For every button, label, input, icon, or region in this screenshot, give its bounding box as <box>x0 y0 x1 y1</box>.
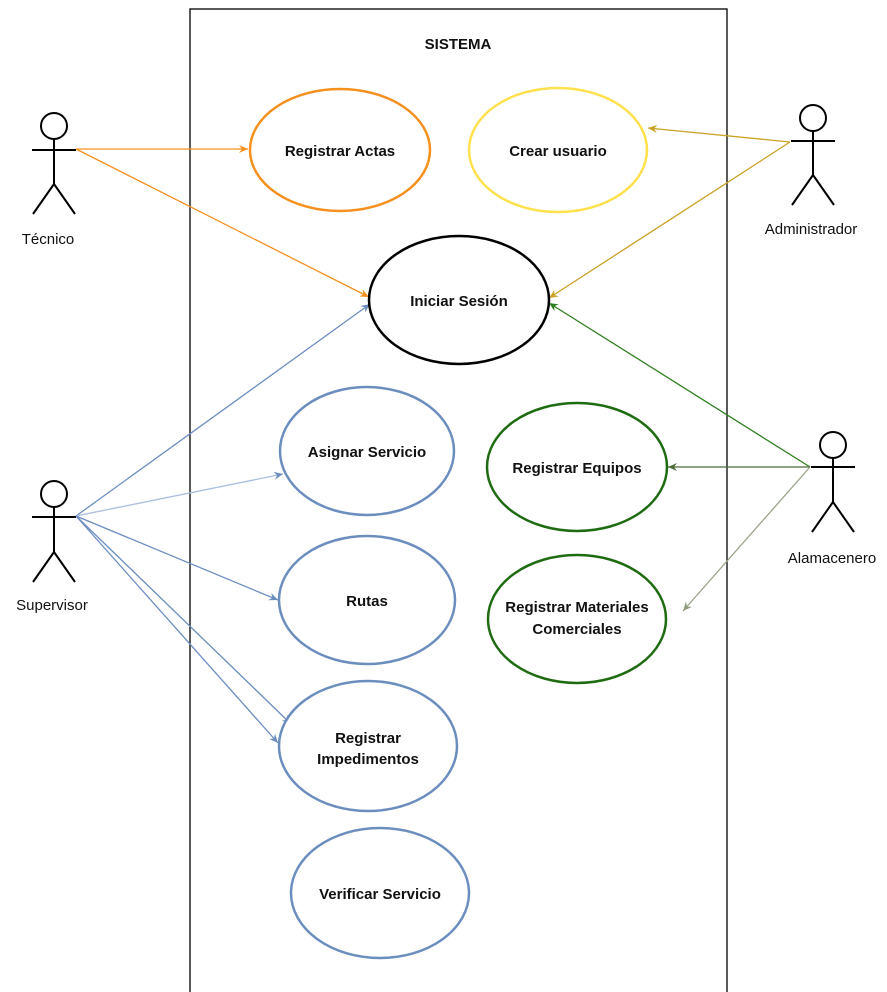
use-case-label-line2: Impedimentos <box>317 751 419 768</box>
use-case-label-line2: Comerciales <box>532 621 621 638</box>
assoc-supervisor-rutas <box>75 515 279 601</box>
system-title: SISTEMA <box>425 36 492 53</box>
use-case-label: Registrar Actas <box>285 143 395 160</box>
actor-label-almacenero: Alamacenero <box>788 550 876 567</box>
assoc-admin-crear-usuario <box>647 124 791 143</box>
use-case-label: Registrar Equipos <box>512 460 641 477</box>
use-case-ellipse <box>467 86 649 214</box>
actor-label-tecnico: Técnico <box>22 231 75 248</box>
use-case-asignar-servicio: Asignar Servicio <box>278 385 456 517</box>
use-case-ellipse <box>278 385 456 517</box>
assoc-tecnico-iniciar-sesion <box>75 148 370 298</box>
assoc-supervisor-iniciar-sesion <box>75 303 371 517</box>
use-case-ellipse <box>486 553 668 685</box>
use-case-label: Crear usuario <box>509 143 607 160</box>
actor-almacenero <box>811 431 855 533</box>
use-case-ellipse <box>289 826 471 960</box>
actor-leg-left <box>811 501 834 533</box>
actor-tecnico <box>32 112 76 215</box>
assoc-supervisor-asignar-servicio <box>75 471 284 517</box>
use-case-label: Rutas <box>346 593 388 610</box>
actor-administrador <box>791 104 835 206</box>
actor-label-supervisor: Supervisor <box>16 597 88 614</box>
assoc-supervisor-registrar-impedimentos <box>75 515 279 744</box>
assoc-admin-iniciar-sesion <box>548 141 791 299</box>
assoc-supervisor-verificar-servicio <box>75 515 292 725</box>
actor-head <box>40 112 68 140</box>
use-case-registrar-equipos: Registrar Equipos <box>485 401 669 533</box>
use-case-ellipse <box>277 534 457 666</box>
actor-label-administrador: Administrador <box>765 221 858 238</box>
use-case-label-line1: Registrar <box>335 730 401 747</box>
actor-leg-left <box>791 174 814 206</box>
actor-leg-right <box>53 183 76 215</box>
actor-supervisor <box>32 480 76 583</box>
actor-leg-left <box>32 551 55 583</box>
use-case-verificar-servicio: Verificar Servicio <box>289 826 471 960</box>
use-case-ellipse <box>485 401 669 533</box>
actor-head <box>40 480 68 508</box>
use-case-label: Iniciar Sesión <box>410 293 508 310</box>
use-case-label: Verificar Servicio <box>319 886 441 903</box>
use-case-ellipse <box>277 679 459 813</box>
use-case-ellipse <box>367 234 551 366</box>
use-case-label: Asignar Servicio <box>308 444 426 461</box>
associations <box>75 124 811 744</box>
use-case-registrar-materiales-comerciales: Registrar Materiales Comerciales <box>486 553 668 685</box>
actor-leg-right <box>832 501 855 533</box>
actor-leg-right <box>812 174 835 206</box>
use-case-crear-usuario: Crear usuario <box>467 86 649 214</box>
use-case-registrar-actas: Registrar Actas <box>248 87 432 213</box>
use-case-rutas: Rutas <box>277 534 457 666</box>
actor-head <box>819 431 847 459</box>
use-case-iniciar-sesion: Iniciar Sesión <box>367 234 551 366</box>
use-case-registrar-impedimentos: Registrar Impedimentos <box>277 679 459 813</box>
assoc-almacenero-registrar-materiales <box>682 466 811 612</box>
use-case-ellipse <box>248 87 432 213</box>
actor-leg-right <box>53 551 76 583</box>
use-case-label-line1: Registrar Materiales <box>505 599 648 616</box>
actor-leg-left <box>32 183 55 215</box>
assoc-almacenero-iniciar-sesion <box>548 302 811 468</box>
actor-head <box>799 104 827 132</box>
